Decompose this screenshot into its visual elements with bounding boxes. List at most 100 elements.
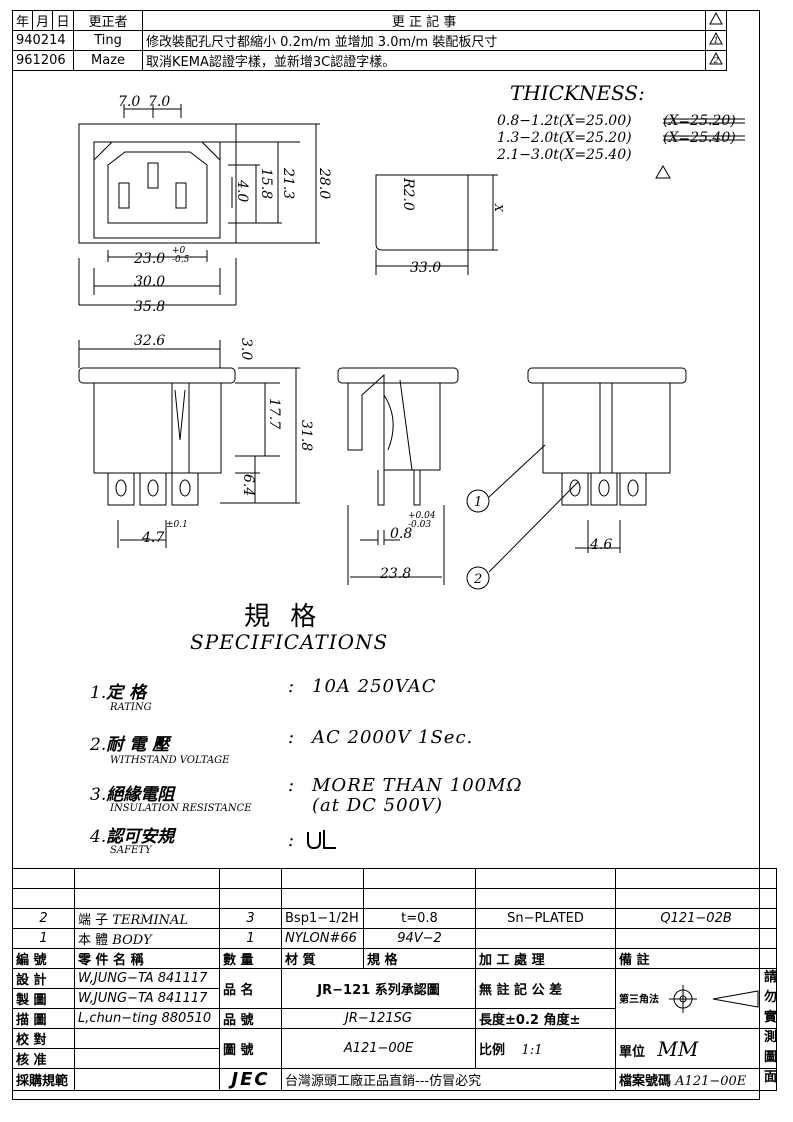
projection-cell: 第三角法 bbox=[614, 968, 778, 1029]
dim-r2: R2.0 bbox=[400, 177, 416, 211]
draw-label: 製 圖 bbox=[12, 988, 75, 1009]
thickness-line-2: 1.3−2.0t(X=25.20) bbox=[497, 130, 632, 146]
ul-recognized-icon bbox=[307, 830, 336, 850]
bom-header-row: 編 號 零 件 名 稱 數 量 材 質 規 格 加 工 處 理 備 註 bbox=[12, 948, 778, 969]
tracer: L,chun−ting 880510 bbox=[74, 1008, 220, 1029]
thickness-line-1-old: (X=25.20) bbox=[663, 113, 736, 129]
drafter: W,JUNG−TA 841117 bbox=[74, 988, 220, 1009]
spec-item-en: INSULATION RESISTANCE bbox=[110, 803, 252, 814]
side-note: 請勿實測圖面 bbox=[764, 970, 778, 1085]
rev-row: 961206 Maze 取消KEMA認證字樣，並新增3C認證字樣。 2 bbox=[11, 50, 728, 71]
spec-item-en: RATING bbox=[110, 702, 152, 713]
dim-28: 28.0 bbox=[316, 167, 332, 199]
dim-23.8: 23.8 bbox=[379, 566, 411, 582]
flange-right bbox=[527, 367, 687, 384]
tolerance-length: 長度±0.2 角度± bbox=[475, 1008, 616, 1029]
spec-value-2: (at DC 500V) bbox=[312, 795, 444, 816]
dim-21.3: 21.3 bbox=[280, 167, 296, 199]
thickness-title: THICKNESS: bbox=[510, 81, 645, 105]
front-view-opening bbox=[93, 141, 221, 239]
dim-32.6: 32.6 bbox=[134, 333, 165, 349]
flange-left bbox=[78, 367, 236, 384]
rev-by: Ting bbox=[73, 30, 144, 51]
pin-earth bbox=[147, 162, 159, 189]
drawing-no: A121−00E bbox=[281, 1028, 476, 1069]
check-label: 校 對 bbox=[12, 1028, 75, 1049]
bom-material: NYLON#66 bbox=[281, 928, 364, 949]
tolerance-note: 無 註 記 公 差 bbox=[475, 968, 616, 1009]
dim-23: 23.0 bbox=[133, 251, 165, 267]
bom-process: Sn−PLATED bbox=[475, 908, 616, 929]
dim-4.7-tol: ±0.1 bbox=[166, 520, 188, 530]
callout-1-label: 1 bbox=[474, 495, 482, 510]
dim-4.6: 4.6 bbox=[589, 537, 612, 553]
design-label: 設 計 bbox=[12, 968, 75, 989]
header-no: 編 號 bbox=[12, 948, 75, 969]
bom-spec: 94V−2 bbox=[363, 928, 476, 949]
bom-qty: 1 bbox=[219, 928, 282, 949]
spec-item: 4.認可安規 bbox=[90, 827, 175, 847]
callout-1 bbox=[466, 489, 490, 513]
third-angle-projection-icon bbox=[669, 984, 759, 1013]
callout-2 bbox=[466, 566, 490, 590]
callout-2-label: 2 bbox=[473, 572, 482, 587]
dim-0.8-tol-dn: -0.03 bbox=[408, 520, 431, 530]
dim-4.7: 4.7 bbox=[141, 530, 164, 546]
bom-row: 1 本 體 BODY 1 NYLON#66 94V−2 bbox=[12, 928, 778, 949]
spec-colon: : bbox=[288, 830, 296, 851]
dim-33: 33.0 bbox=[410, 260, 441, 276]
part-no: JR−121SG bbox=[281, 1008, 476, 1029]
pin-right bbox=[175, 182, 187, 209]
pin-left bbox=[118, 182, 130, 209]
triangle-icon bbox=[709, 11, 723, 25]
flange-mid bbox=[337, 367, 459, 384]
rev-by: Maze bbox=[73, 50, 144, 71]
bom-material: Bsp1−1/2H bbox=[281, 908, 364, 929]
spec-item: 2.耐 電 壓 bbox=[90, 735, 170, 755]
panel-cutout bbox=[375, 174, 469, 251]
warning-triangle-icon bbox=[655, 165, 671, 179]
rev-text: 取消KEMA認證字樣，並新增3C認證字樣。 bbox=[142, 50, 707, 71]
socket-inner bbox=[107, 151, 208, 224]
company-logo: JEC bbox=[219, 1068, 282, 1091]
drawing-no-label: 圖 號 bbox=[219, 1028, 282, 1069]
part-no-label: 品 號 bbox=[219, 1008, 282, 1029]
bom-qty: 3 bbox=[219, 908, 282, 929]
svg-text:2: 2 bbox=[712, 56, 718, 65]
spec-colon: : bbox=[288, 727, 296, 748]
dim-0.8: 0.8 bbox=[390, 526, 412, 542]
dim-15.8: 15.8 bbox=[258, 168, 274, 199]
spec-title-cn: 規 格 bbox=[244, 602, 323, 632]
dim-31.8: 31.8 bbox=[298, 420, 314, 451]
triangle-mark-icon: 2 bbox=[709, 51, 723, 65]
spec-item-en: SAFETY bbox=[110, 845, 152, 856]
header-spec: 規 格 bbox=[363, 948, 476, 969]
dim-7-right: 7.0 bbox=[148, 94, 170, 110]
designer: W,JUNG−TA 841117 bbox=[74, 968, 220, 989]
bom-note bbox=[614, 928, 778, 949]
thickness-line-2-old: (X=25.40) bbox=[663, 130, 736, 146]
dim-30: 30.0 bbox=[134, 274, 165, 290]
title-block: 2 端 子 TERMINAL 3 Bsp1−1/2H t=0.8 Sn−PLAT… bbox=[12, 868, 778, 1091]
thickness-line-1: 0.8−1.2t(X=25.00) bbox=[497, 113, 632, 129]
dim-17.7: 17.7 bbox=[266, 398, 282, 429]
bom-row: 2 端 子 TERMINAL 3 Bsp1−1/2H t=0.8 Sn−PLAT… bbox=[12, 908, 778, 929]
spec-item: 3.絕緣電阻 bbox=[90, 785, 175, 805]
file-cell: 檔案號碼 A121−00E bbox=[614, 1068, 778, 1091]
dim-3: 3.0 bbox=[238, 338, 254, 360]
spec-item: 1.定 格 bbox=[90, 683, 147, 703]
spec-value: AC 2000V 1Sec. bbox=[312, 727, 474, 748]
bom-process bbox=[475, 928, 616, 949]
scale-cell: 比例 1:1 bbox=[475, 1028, 616, 1069]
dim-23-tol-dn: -0.5 bbox=[172, 255, 190, 265]
rev-date: 961206 bbox=[11, 50, 75, 71]
triangle-mark-icon: 1 bbox=[709, 31, 723, 45]
header-process: 加 工 處 理 bbox=[475, 948, 616, 969]
spec-title-en: SPECIFICATIONS bbox=[190, 630, 389, 654]
dim-35.8: 35.8 bbox=[134, 299, 165, 315]
dim-23-tol-up: +0 bbox=[172, 246, 186, 256]
bom-no: 1 bbox=[12, 928, 75, 949]
slogan: 台灣源頭工廠正品直銷---仿冒必究 bbox=[281, 1068, 616, 1091]
spec-colon: : bbox=[288, 775, 296, 796]
thickness-line-3: 2.1−3.0t(X=25.40) bbox=[496, 147, 632, 163]
